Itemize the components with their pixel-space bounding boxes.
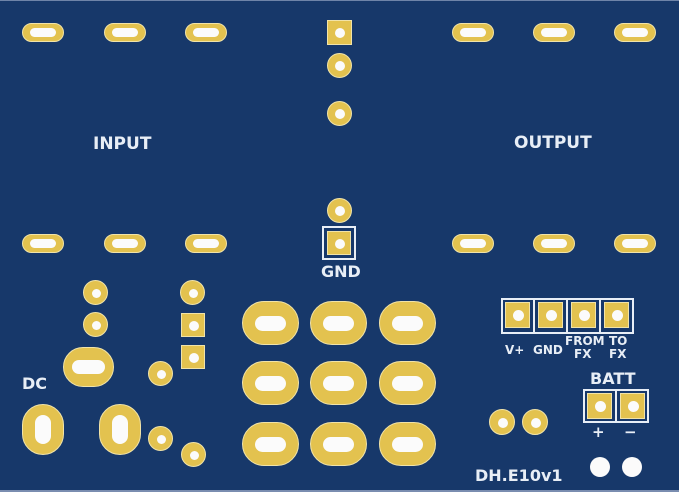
- dc-jack-pad: [99, 404, 141, 455]
- center-square-pad: [327, 20, 352, 45]
- output-label: OUTPUT: [514, 133, 592, 153]
- led-pad: [489, 409, 515, 435]
- input-label: INPUT: [93, 134, 152, 154]
- footswitch-pad: [310, 301, 367, 345]
- board-id-label: DH.E10v1: [475, 466, 563, 485]
- footswitch-pad: [242, 422, 299, 466]
- dc-jack-pad: [22, 404, 64, 455]
- component-square-pad: [181, 313, 205, 337]
- input-jack-pad: [104, 234, 146, 253]
- footswitch-pad: [242, 301, 299, 345]
- footswitch-pad: [379, 301, 436, 345]
- input-jack-pad: [185, 23, 227, 42]
- header-pin-vplus: [505, 302, 530, 328]
- component-square-pad: [181, 345, 205, 369]
- gnd-label: GND: [321, 262, 361, 281]
- output-jack-pad: [533, 23, 575, 42]
- component-round-pad: [83, 280, 108, 305]
- header-label-to: TO: [609, 334, 628, 348]
- input-jack-pad: [22, 23, 64, 42]
- center-round-pad: [327, 53, 352, 78]
- component-round-pad: [181, 442, 206, 467]
- gnd-square-pad: [327, 231, 351, 255]
- header-label-gnd: GND: [533, 343, 563, 357]
- batt-plus-label: +: [592, 423, 605, 441]
- header-divider: [599, 298, 601, 334]
- header-pin-to-fx: [604, 302, 629, 328]
- component-round-pad: [180, 280, 205, 305]
- output-jack-pad: [452, 234, 494, 253]
- component-round-pad: [148, 361, 173, 386]
- batt-pin-minus: [620, 393, 645, 419]
- led-pad: [522, 409, 548, 435]
- header-label-vplus: V+: [505, 343, 525, 357]
- input-jack-pad: [185, 234, 227, 253]
- header-label-to-fx: FX: [609, 347, 627, 361]
- dc-jack-pad: [63, 347, 114, 387]
- output-jack-pad: [533, 234, 575, 253]
- footswitch-pad: [379, 361, 436, 405]
- header-label-from: FROM: [565, 334, 605, 348]
- gnd-pad-outline: [322, 226, 356, 260]
- header-pin-gnd: [538, 302, 563, 328]
- mounting-hole: [622, 457, 642, 477]
- component-round-pad: [148, 426, 173, 451]
- batt-pin-plus: [587, 393, 612, 419]
- mounting-hole: [590, 457, 610, 477]
- input-jack-pad: [22, 234, 64, 253]
- batt-label: BATT: [590, 369, 636, 388]
- batt-divider: [615, 389, 617, 423]
- footswitch-pad: [310, 422, 367, 466]
- header-divider: [533, 298, 535, 334]
- header-label-from-fx: FX: [574, 347, 592, 361]
- batt-minus-label: −: [624, 423, 637, 441]
- dc-label: DC: [22, 374, 48, 393]
- footswitch-pad: [379, 422, 436, 466]
- header-pin-from-fx: [571, 302, 596, 328]
- output-jack-pad: [614, 234, 656, 253]
- header-divider: [566, 298, 568, 334]
- center-round-pad: [327, 198, 352, 223]
- output-jack-pad: [614, 23, 656, 42]
- footswitch-pad: [242, 361, 299, 405]
- center-round-pad: [327, 101, 352, 126]
- output-jack-pad: [452, 23, 494, 42]
- component-round-pad: [83, 312, 108, 337]
- input-jack-pad: [104, 23, 146, 42]
- footswitch-pad: [310, 361, 367, 405]
